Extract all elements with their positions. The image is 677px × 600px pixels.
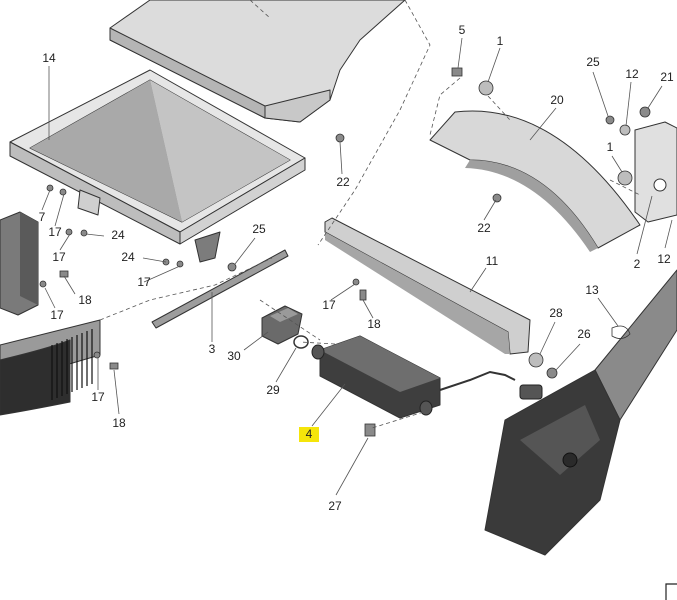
callout-30: 30 [227, 349, 241, 363]
callout-17: 17 [322, 298, 336, 312]
callout-17: 17 [137, 275, 151, 289]
leader-lines [41, 37, 673, 496]
callout-27: 27 [328, 499, 342, 513]
callout-22: 22 [477, 221, 491, 235]
part-3-rod [151, 249, 289, 329]
callout-3: 3 [209, 342, 216, 356]
part-11-bracket [324, 217, 531, 355]
callout-4: 4 [306, 427, 313, 441]
part-14-hopper-tray [9, 69, 306, 263]
callout-labels: 14 7 17 24 17 18 17 24 17 25 22 3 30 29 … [39, 23, 674, 513]
callout-17: 17 [48, 225, 62, 239]
callout-25: 25 [252, 222, 266, 236]
callout-13: 13 [585, 283, 599, 297]
callout-29: 29 [266, 383, 280, 397]
highlight-box [299, 427, 319, 442]
callout-22: 22 [336, 175, 350, 189]
part-20-curved-plate [429, 110, 641, 252]
callout-1: 1 [607, 140, 614, 154]
callout-24: 24 [121, 250, 135, 264]
callout-26: 26 [577, 327, 591, 341]
callout-7: 7 [39, 210, 46, 224]
callout-12: 12 [625, 67, 639, 81]
callout-18: 18 [367, 317, 381, 331]
callout-14: 14 [42, 51, 56, 65]
callout-25: 25 [586, 55, 600, 69]
callout-21: 21 [660, 70, 674, 84]
part-30-cap [261, 305, 303, 345]
callout-24: 24 [111, 228, 125, 242]
left-fender-brush [0, 319, 101, 416]
callout-2: 2 [634, 257, 641, 271]
callout-17: 17 [52, 250, 66, 264]
part-2-side-bracket [634, 121, 677, 223]
callout-20: 20 [550, 93, 564, 107]
part-29-o-ring [293, 335, 309, 349]
callout-5: 5 [459, 23, 466, 37]
callout-17: 17 [91, 390, 105, 404]
callout-12: 12 [657, 252, 671, 266]
top-cover-plate [109, 0, 406, 123]
callout-18: 18 [78, 293, 92, 307]
callout-18: 18 [112, 416, 126, 430]
callout-28: 28 [549, 306, 563, 320]
corner-mark [665, 583, 677, 600]
leader-top-cover [249, 0, 271, 19]
right-frame [484, 269, 677, 556]
assembly-dashed-lines [99, 0, 641, 429]
callout-17: 17 [50, 308, 64, 322]
left-side-bracket [0, 211, 39, 316]
callout-11: 11 [486, 254, 499, 268]
hardware [39, 67, 651, 437]
callout-1: 1 [497, 34, 504, 48]
part-4-actuator [311, 335, 543, 419]
